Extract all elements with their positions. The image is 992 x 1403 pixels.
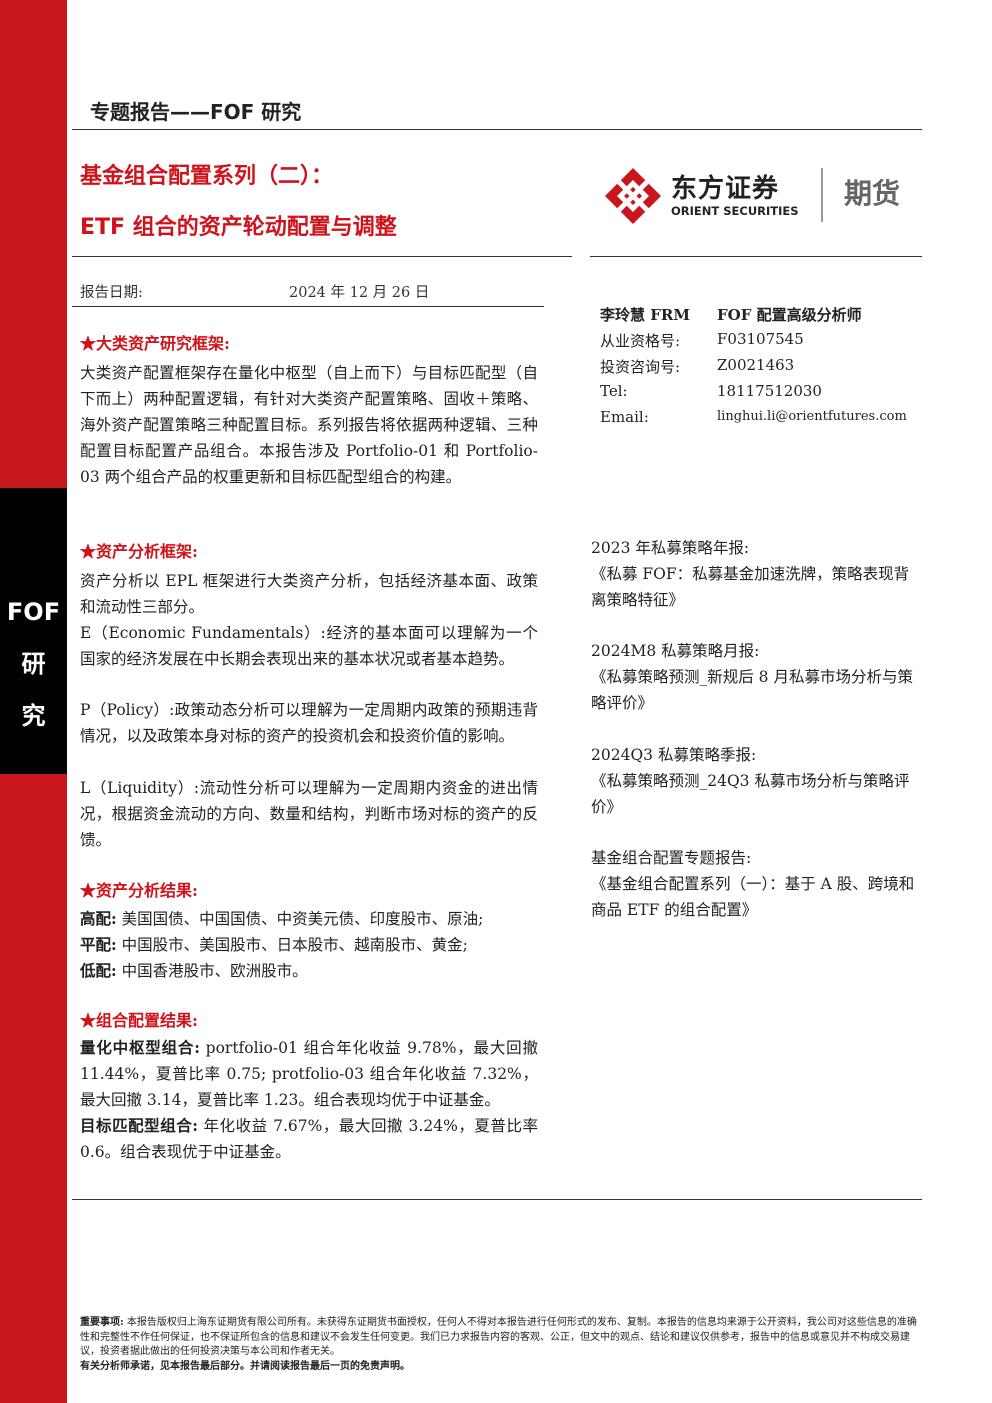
orient-logo-icon <box>605 168 661 224</box>
portfolio-quant-text: portfolio-01 组合年化收益 9.78%，最大回撤 11.44%，夏普… <box>80 1039 538 1109</box>
author-name: 李玲慧 FRM <box>600 304 690 325</box>
result-neutral-text: 中国股市、美国股市、日本股市、越南股市、黄金; <box>116 936 468 954</box>
report-date-value: 2024 年 12 月 26 日 <box>289 285 430 301</box>
related-report-3-title[interactable]: 《私募策略预测_24Q3 私募市场分析与策略评价》 <box>591 772 910 816</box>
author-tel-value: 18117512030 <box>717 382 822 400</box>
disclaimer-text: 本报告版权归上海东证期货有限公司所有。未获得东证期货书面授权，任何人不得对本报告… <box>80 1317 917 1357</box>
author-title-text: FOF 配置高级分析师 <box>717 306 862 324</box>
report-type: 专题报告——FOF 研究 <box>90 100 302 124</box>
title-line-2: ETF 组合的资产轮动配置与调整 <box>80 215 397 240</box>
sidebar-red-bottom <box>0 774 67 1403</box>
date-rule <box>72 306 544 307</box>
logo-name-en: ORIENT SECURITIES <box>671 204 799 218</box>
portfolio-target-text: 年化收益 7.67%，最大回撤 3.24%，夏普比率 0.6。组合表现优于中证基… <box>80 1117 538 1161</box>
related-report-4-title[interactable]: 《基金组合配置系列（一）：基于 A 股、跨境和商品 ETF 的组合配置》 <box>591 875 915 919</box>
report-date-label: 报告日期: <box>80 285 143 301</box>
result-underweight-label: 低配: <box>80 961 117 980</box>
disclaimer-label: 重要事项: <box>80 1317 124 1328</box>
result-overweight: 高配: 美国国债、中国国债、中资美元债、印度股市、原油; <box>80 906 538 932</box>
section-heading-portfolio: ★组合配置结果: <box>80 1011 198 1030</box>
title-rule-right <box>590 256 922 257</box>
sidebar-red-top <box>0 0 67 488</box>
result-neutral-label: 平配: <box>80 935 117 954</box>
disclaimer-footer: 有关分析师承诺，见本报告最后部分。并请阅读报告最后一页的免责声明。 <box>80 1360 410 1372</box>
analysis-liquidity: L（Liquidity）:流动性分析可以理解为一定周期内资金的进出情况，根据资金… <box>80 779 538 849</box>
disclaimer: 重要事项: 本报告版权归上海东证期货有限公司所有。未获得东证期货书面授权，任何人… <box>80 1316 926 1374</box>
related-report-1-heading: 2023 年私募策略年报: <box>591 539 750 557</box>
portfolio-target: 目标匹配型组合: 年化收益 7.67%，最大回撤 3.24%，夏普比率 0.6。… <box>80 1113 538 1165</box>
author-license-label: 从业资格号: <box>600 332 681 350</box>
analysis-economic: E（Economic Fundamentals）:经济的基本面可以理解为一个国家… <box>80 624 538 668</box>
author-consult-label: 投资咨询号: <box>600 358 681 376</box>
logo-division: 期货 <box>844 177 901 210</box>
footer-rule <box>72 1199 922 1200</box>
result-underweight-text: 中国香港股市、欧洲股市。 <box>116 962 308 980</box>
title-line-1: 基金组合配置系列（二）： <box>80 164 334 189</box>
section-heading-results: ★资产分析结果: <box>80 881 198 900</box>
portfolio-target-label: 目标匹配型组合: <box>80 1116 199 1135</box>
section-heading-analysis: ★资产分析框架: <box>80 542 198 561</box>
author-email-label: Email: <box>600 408 649 426</box>
related-report-1-title[interactable]: 《私募 FOF：私募基金加速洗牌，策略表现背离策略特征》 <box>591 565 910 609</box>
logo-divider <box>821 168 823 222</box>
related-report-3-heading: 2024Q3 私募策略季报: <box>591 746 757 764</box>
logo-name-cn: 东方证券 <box>671 174 780 204</box>
section-heading-framework: ★大类资产研究框架: <box>80 334 230 353</box>
result-overweight-label: 高配: <box>80 909 117 928</box>
author-title: FOF 配置高级分析师 <box>717 304 862 325</box>
related-report-4-heading: 基金组合配置专题报告: <box>591 849 752 867</box>
sidebar-label: FOF 研 究 <box>0 586 67 742</box>
title-rule-left <box>72 256 572 257</box>
author-name-text: 李玲慧 FRM <box>600 306 690 324</box>
result-underweight: 低配: 中国香港股市、欧洲股市。 <box>80 958 538 984</box>
author-consult-value: Z0021463 <box>717 356 795 374</box>
author-tel-label: Tel: <box>600 382 628 400</box>
related-report-2-heading: 2024M8 私募策略月报: <box>591 642 760 660</box>
analysis-policy: P（Policy）:政策动态分析可以理解为一定周期内政策的预期违背情况，以及政策… <box>80 701 538 745</box>
result-overweight-text: 美国国债、中国国债、中资美元债、印度股市、原油; <box>116 910 484 928</box>
author-license-value: F03107545 <box>717 330 804 348</box>
result-neutral: 平配: 中国股市、美国股市、日本股市、越南股市、黄金; <box>80 932 538 958</box>
sidebar-char-3: 究 <box>21 702 46 730</box>
portfolio-quant-label: 量化中枢型组合: <box>80 1038 200 1057</box>
sidebar-char-1: FOF <box>6 598 61 626</box>
related-report-2-title[interactable]: 《私募策略预测_新规后 8 月私募市场分析与策略评价》 <box>591 668 913 712</box>
analysis-intro: 资产分析以 EPL 框架进行大类资产分析，包括经济基本面、政策和流动性三部分。 <box>80 572 538 616</box>
header-rule <box>72 129 922 130</box>
sidebar-char-2: 研 <box>21 650 46 678</box>
framework-text: 大类资产配置框架存在量化中枢型（自上而下）与目标匹配型（自下而上）两种配置逻辑，… <box>80 364 538 486</box>
portfolio-quant: 量化中枢型组合: portfolio-01 组合年化收益 9.78%，最大回撤 … <box>80 1035 538 1113</box>
orient-logo: 东方证券 ORIENT SECURITIES 期货 <box>603 166 923 226</box>
sidebar-black-block <box>0 488 67 774</box>
author-email-value[interactable]: linghui.li@orientfutures.com <box>717 409 907 424</box>
